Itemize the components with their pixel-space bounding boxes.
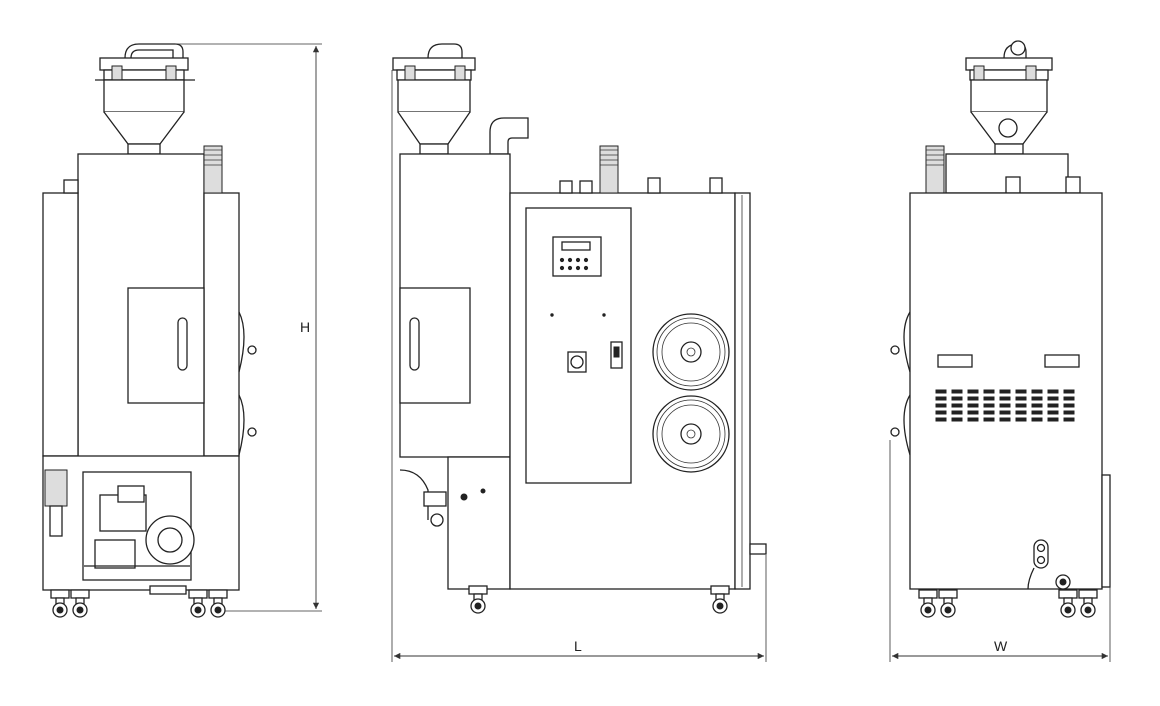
height-dimension: [175, 43, 322, 612]
front-view: [42, 43, 257, 618]
blower-lower: [652, 395, 730, 473]
rear-view: [890, 40, 1111, 618]
inspection-door: [127, 287, 205, 404]
side-view: [392, 43, 767, 614]
hopper-side: [392, 43, 476, 155]
hopper-front: [95, 43, 195, 155]
length-dimension: [391, 70, 767, 662]
length-label: L: [574, 638, 582, 654]
hopper-rear: [965, 40, 1053, 155]
width-dimension: [889, 440, 1111, 662]
ventilation-louvers: [935, 389, 1075, 422]
width-label: W: [994, 638, 1008, 654]
blower-upper: [652, 313, 730, 391]
height-label: H: [300, 319, 310, 335]
